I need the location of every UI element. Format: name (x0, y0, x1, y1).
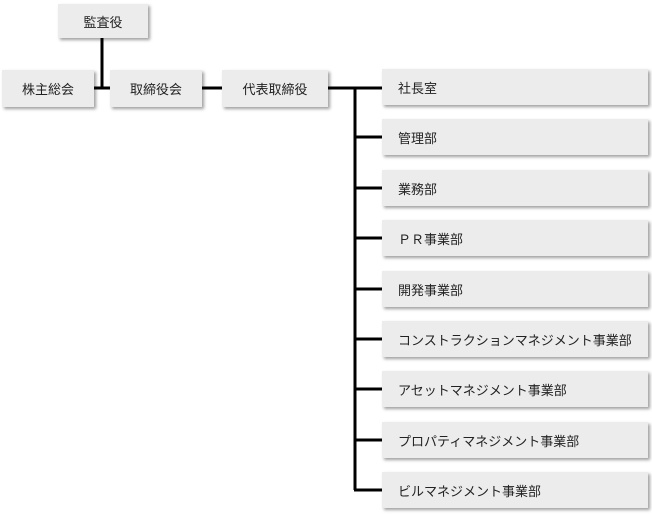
department-label: 管理部 (398, 131, 438, 147)
auditor-label: 監査役 (83, 15, 123, 31)
department-label: 開発事業部 (398, 283, 464, 299)
department-box: 開発事業部 (382, 271, 648, 307)
department-box: プロパティマネジメント事業部 (382, 422, 648, 458)
department-box: 管理部 (382, 119, 648, 155)
department-label: アセットマネジメント事業部 (398, 383, 567, 399)
ceo-label: 代表取締役 (242, 83, 308, 98)
board-of-directors-box: 取締役会 (110, 70, 202, 107)
department-label: ＰＲ事業部 (398, 232, 464, 248)
department-box: アセットマネジメント事業部 (382, 371, 648, 407)
department-box: 業務部 (382, 170, 648, 206)
board-of-directors-label: 取締役会 (129, 83, 182, 98)
department-label: 社長室 (398, 81, 438, 97)
department-box: 社長室 (382, 69, 648, 105)
department-label: プロパティマネジメント事業部 (398, 434, 580, 450)
shareholders-meeting-box: 株主総会 (2, 70, 94, 107)
department-box: コンストラクションマネジメント事業部 (382, 321, 648, 357)
department-box: ＰＲ事業部 (382, 220, 648, 256)
auditor-box: 監査役 (58, 4, 148, 38)
department-box: ビルマネジメント事業部 (382, 472, 648, 508)
shareholders-meeting-label: 株主総会 (21, 83, 74, 98)
department-label: 業務部 (398, 182, 438, 198)
ceo-box: 代表取締役 (222, 70, 328, 107)
department-label: ビルマネジメント事業部 (398, 484, 542, 500)
department-label: コンストラクションマネジメント事業部 (398, 333, 632, 349)
